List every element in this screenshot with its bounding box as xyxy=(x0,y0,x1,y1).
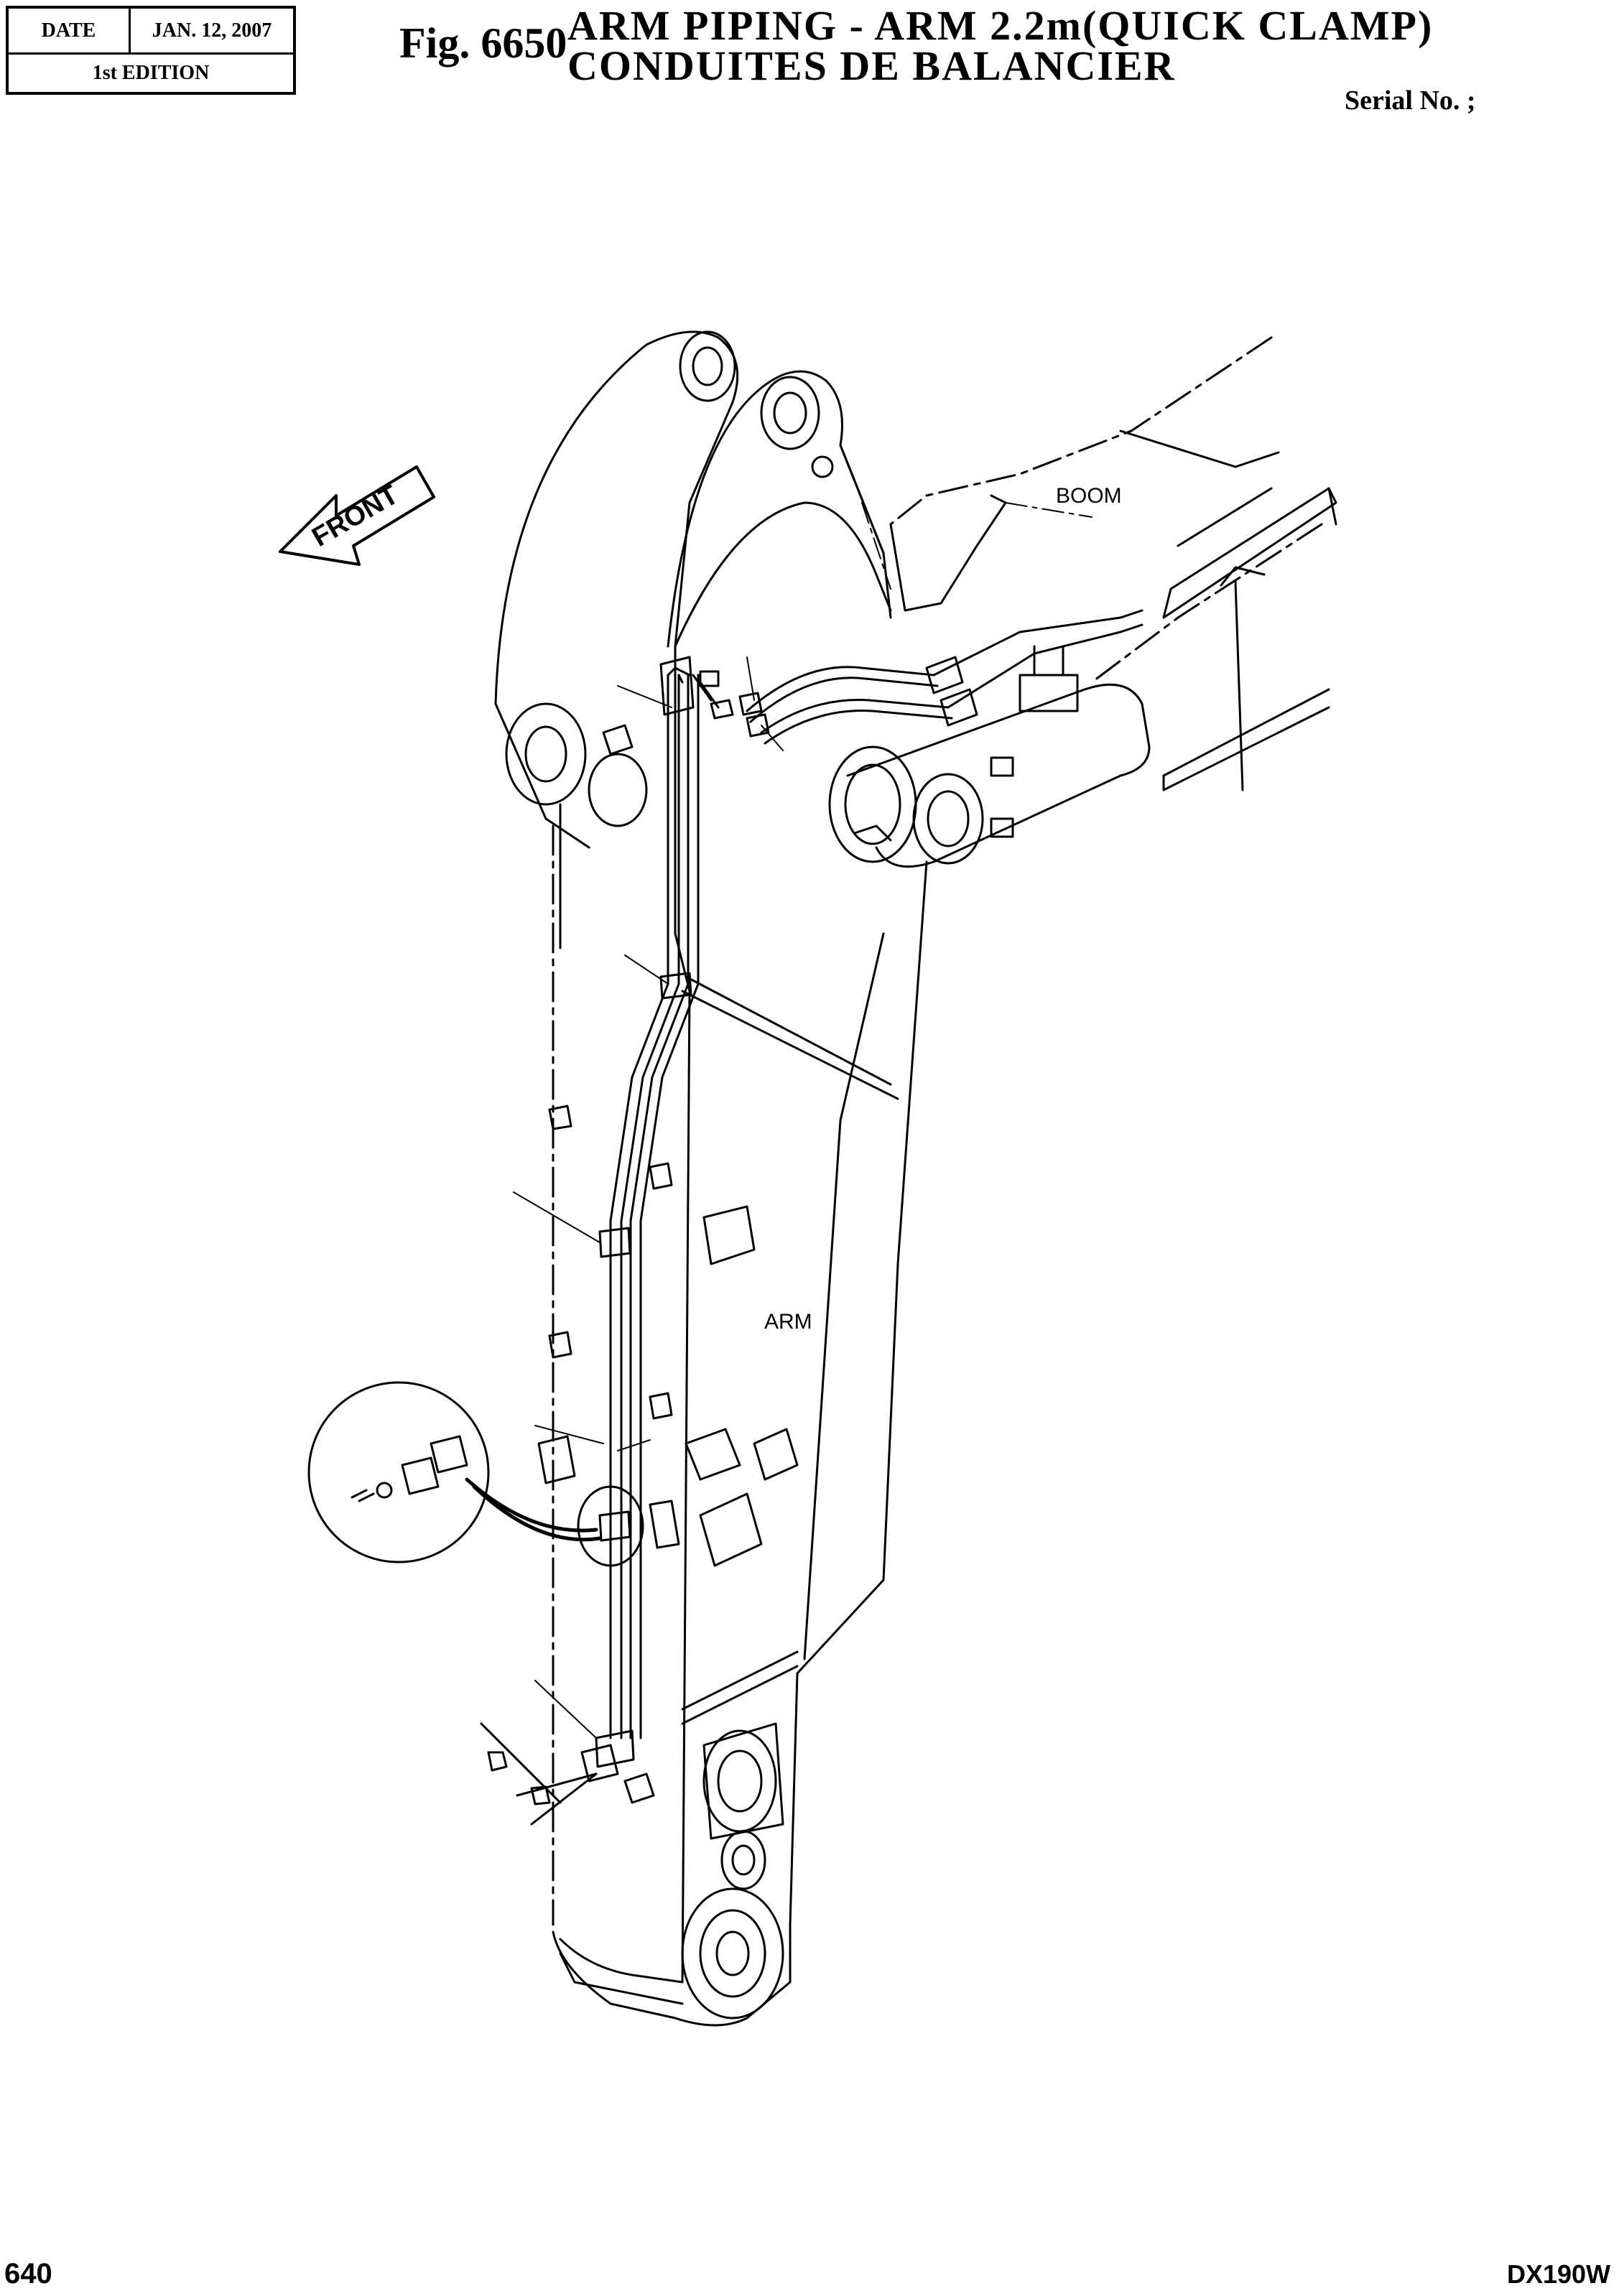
boom-outline: BOOM xyxy=(889,336,1337,791)
arm-pipe-lines xyxy=(609,666,720,1739)
title-english: ARM PIPING - ARM 2.2m(QUICK CLAMP) xyxy=(567,2,1434,49)
bottom-bracket-parts xyxy=(480,1722,655,1826)
leader-lines xyxy=(513,656,784,1739)
model-label: DX190W xyxy=(1507,2259,1611,2289)
fittings xyxy=(659,656,770,738)
date-label: DATE xyxy=(9,9,131,55)
date-value: JAN. 12, 2007 xyxy=(131,9,293,55)
arm-label: ARM xyxy=(764,1310,812,1334)
figure-number: Fig. 6650 xyxy=(399,19,567,67)
serial-number-label: Serial No. ; xyxy=(1345,85,1476,116)
title-block: DATE JAN. 12, 2007 1st EDITION xyxy=(6,6,296,95)
phantom-lines xyxy=(861,502,1093,590)
page-number: 640 xyxy=(4,2258,52,2290)
arm-pads xyxy=(537,1105,799,1567)
clamps xyxy=(577,972,692,1768)
front-label: FRONT xyxy=(307,480,404,553)
boom-label: BOOM xyxy=(1056,484,1122,508)
arm-body: ARM xyxy=(494,330,928,2027)
hoses xyxy=(746,609,1143,745)
title-french: CONDUITES DE BALANCIER xyxy=(567,42,1176,89)
detail-view xyxy=(307,1381,602,1563)
front-direction-arrow: FRONT xyxy=(279,465,435,566)
boom-nose-link xyxy=(828,645,1151,868)
edition-label: 1st EDITION xyxy=(92,62,210,84)
